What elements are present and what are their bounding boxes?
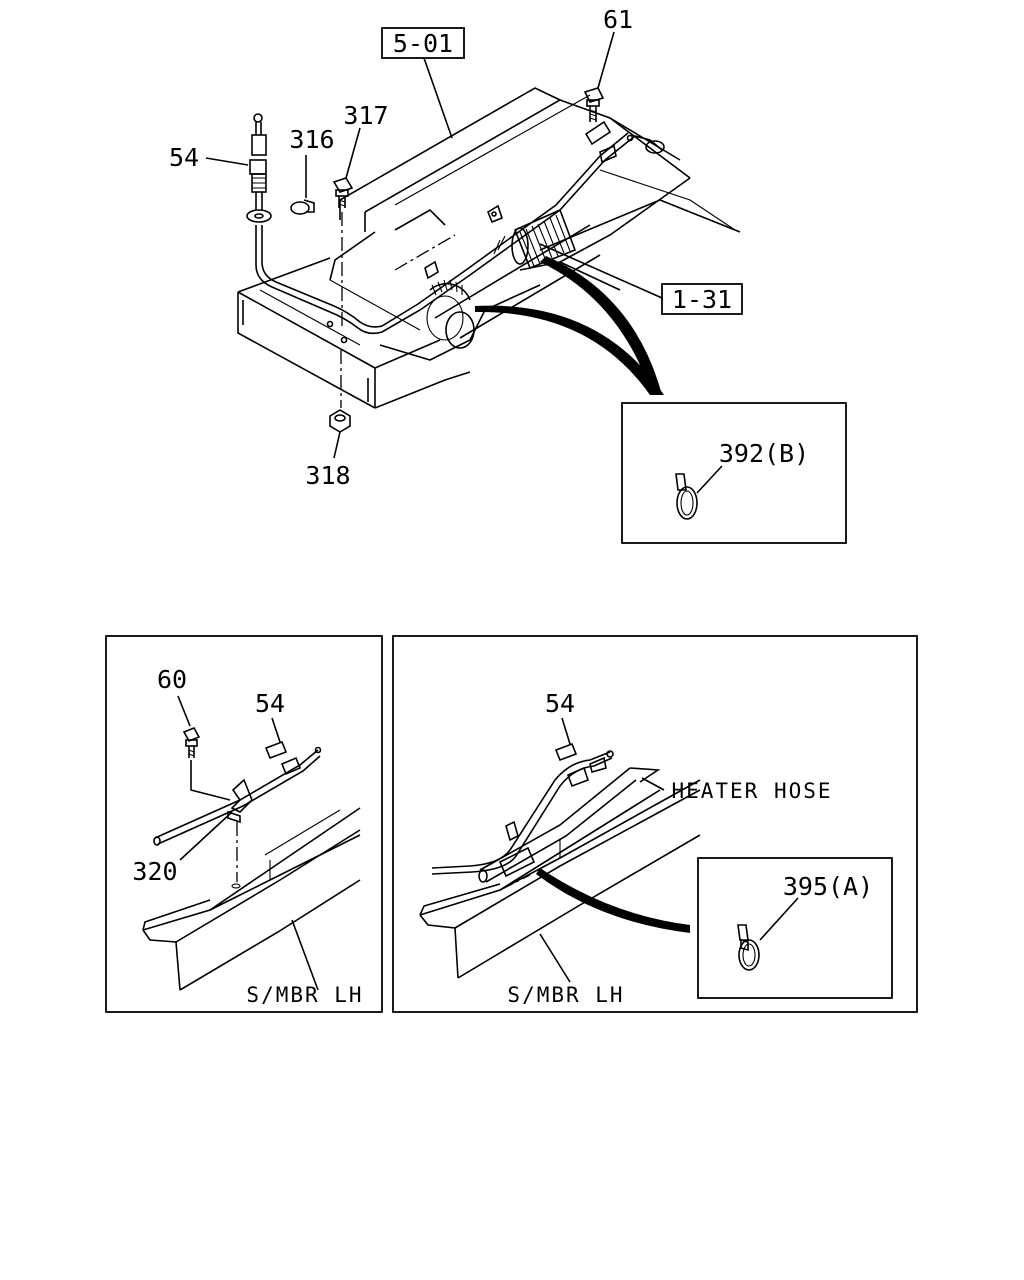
svg-text:1-31: 1-31 xyxy=(672,285,732,314)
hose-cable-right xyxy=(431,750,661,883)
svg-text:54: 54 xyxy=(169,143,199,172)
member-label-right: S/MBR LH xyxy=(507,983,624,1007)
clamp-395a-label[interactable]: 395(A) xyxy=(783,872,873,901)
svg-text:60: 60 xyxy=(157,665,187,694)
svg-text:61: 61 xyxy=(603,5,633,34)
svg-text:320: 320 xyxy=(132,857,177,886)
leader-curve-392-b xyxy=(540,256,662,395)
svg-text:318: 318 xyxy=(305,461,350,490)
bolt-61[interactable]: 61 xyxy=(583,5,633,122)
cable-left xyxy=(154,749,319,839)
cable-run xyxy=(255,120,665,335)
ref-box-1-31[interactable]: 1-31 xyxy=(661,283,743,315)
clip-54-left[interactable]: 54 xyxy=(255,689,288,760)
side-member-right xyxy=(419,779,701,983)
svg-text:54: 54 xyxy=(255,689,285,718)
leader-5-01 xyxy=(423,57,453,139)
svg-text:316: 316 xyxy=(289,125,334,154)
leader-1-31 xyxy=(539,243,663,299)
hose-boot xyxy=(426,208,601,349)
crossmember-block xyxy=(237,257,471,409)
main-assembly: 5-01 1-31 xyxy=(169,5,847,544)
bracket-320[interactable]: 320 xyxy=(132,760,253,889)
frame-member xyxy=(329,87,741,361)
clamp-395a-icon xyxy=(737,924,760,971)
inset-clamp-395a: 395(A) xyxy=(697,857,893,999)
leader-curve-395 xyxy=(536,868,690,933)
clip-54-right[interactable]: 54 xyxy=(545,689,578,762)
detail-left: 60 54 320 xyxy=(105,635,383,1013)
clamp-392b-icon xyxy=(675,473,698,520)
clamp-392b-label[interactable]: 392(B) xyxy=(719,439,809,468)
hose-clamps xyxy=(424,204,503,280)
leader-curve-392 xyxy=(475,305,664,395)
nut-318[interactable]: 318 xyxy=(305,350,351,490)
ref-box-5-01[interactable]: 5-01 xyxy=(381,27,465,59)
heater-hose-leader xyxy=(641,777,665,791)
clip-316[interactable]: 316 xyxy=(289,125,335,215)
side-member-left xyxy=(142,807,361,991)
svg-text:317: 317 xyxy=(343,101,388,130)
svg-text:5-01: 5-01 xyxy=(393,29,453,58)
cable-end-54[interactable]: 54 xyxy=(169,113,272,223)
bolt-60[interactable]: 60 xyxy=(157,665,201,758)
svg-text:54: 54 xyxy=(545,689,575,718)
member-label-left: S/MBR LH xyxy=(246,983,363,1007)
detail-right: 54 HEATER HOSE xyxy=(392,635,918,1013)
bolt-317[interactable]: 317 xyxy=(326,101,389,344)
inset-clamp-392b: 392(B) xyxy=(621,402,847,544)
